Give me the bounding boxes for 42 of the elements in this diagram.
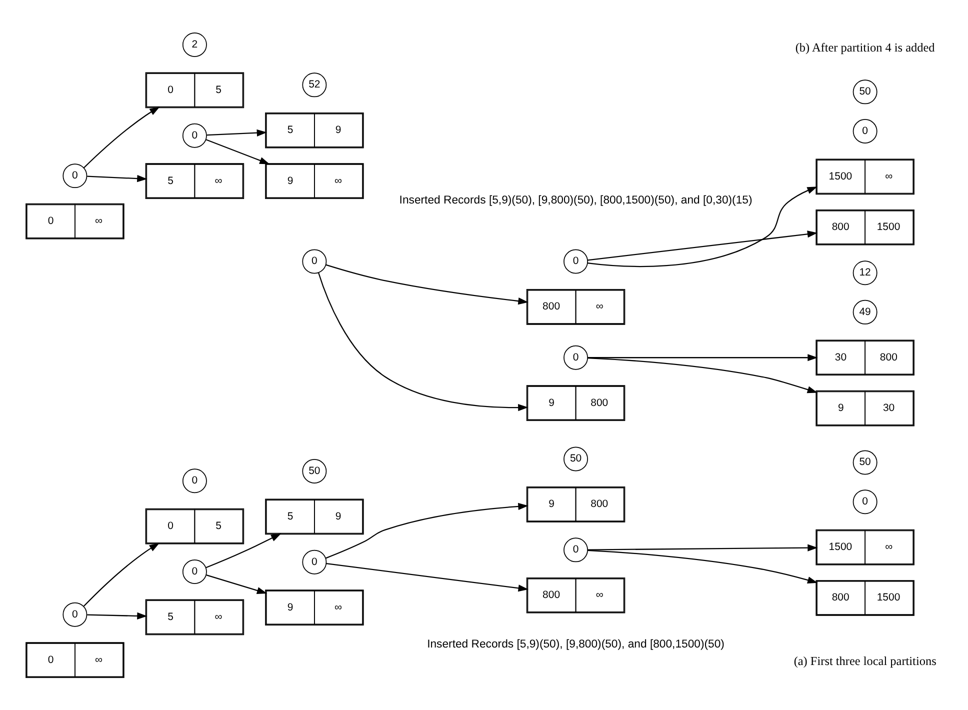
label: (b) After partition 4 is added (795, 40, 935, 54)
arrow (206, 139, 270, 164)
arrow (588, 186, 818, 267)
arrow (83, 543, 160, 607)
label: Inserted Records [5,9)(50), [9,800)(50), [800,1500)(50), and [0,30)(15) (399, 194, 752, 206)
node-circle: 49 (852, 300, 878, 324)
node-circle: 0 (852, 119, 878, 144)
arrow (326, 563, 528, 592)
label: (a) First three local partitions (794, 654, 936, 668)
arrow (87, 612, 148, 620)
node-circle: 2 (182, 32, 207, 57)
node-circle: 0 (302, 550, 327, 574)
arrow (588, 544, 818, 552)
arrow (326, 502, 528, 559)
arrow (84, 106, 160, 168)
node-circle: 0 (564, 345, 588, 370)
arrow (326, 264, 528, 305)
node-circle: 0 (852, 490, 878, 514)
arrow (588, 550, 818, 584)
arrow (318, 272, 528, 412)
node-circle: 0 (302, 249, 327, 274)
node-circle: 12 (852, 260, 878, 286)
arrow (588, 354, 818, 362)
node-circle: 50 (564, 446, 588, 472)
arrow (206, 574, 268, 594)
arrow (588, 357, 818, 394)
node-circle: 50 (852, 450, 878, 475)
node-circle: 52 (302, 72, 327, 98)
node-circle: 0 (564, 538, 588, 562)
arrow (206, 129, 268, 136)
node-circle: 50 (852, 80, 878, 104)
node-circle: 0 (182, 468, 207, 494)
arrow (87, 175, 148, 182)
node-circle: 50 (302, 459, 327, 484)
arrow (206, 533, 282, 568)
node-circle: 0 (182, 560, 207, 584)
node-circle: 0 (62, 602, 88, 627)
node-circle: 0 (62, 164, 88, 188)
node-circle: 0 (564, 249, 588, 274)
arrow (588, 230, 818, 261)
node-circle: 0 (182, 123, 207, 148)
label: Inserted Records [5,9)(50), [9,800)(50), and [800,1500)(50) (427, 638, 724, 650)
